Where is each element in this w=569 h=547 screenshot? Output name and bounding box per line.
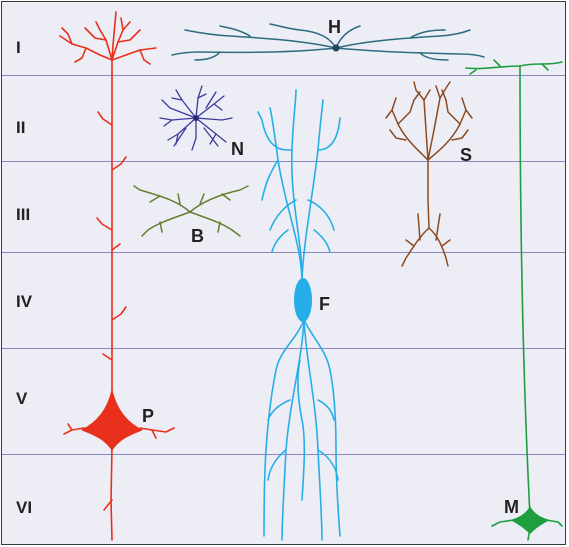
label-neurogliaform: N [231,139,244,160]
fusiform-soma [294,278,312,322]
pyramidal-neuron [60,12,174,540]
label-stellate: S [460,145,472,166]
horizontal-soma [333,45,340,52]
label-bipolar: B [191,226,204,247]
label-martinotti: M [504,497,519,518]
pyramidal-soma [82,390,142,450]
stellate-neuron [386,82,472,266]
label-pyramidal: P [142,406,154,427]
label-horizontal: H [328,17,341,38]
martinotti-neuron [466,60,562,540]
label-fusiform: F [319,294,330,315]
neurogliaform-soma [193,115,199,121]
